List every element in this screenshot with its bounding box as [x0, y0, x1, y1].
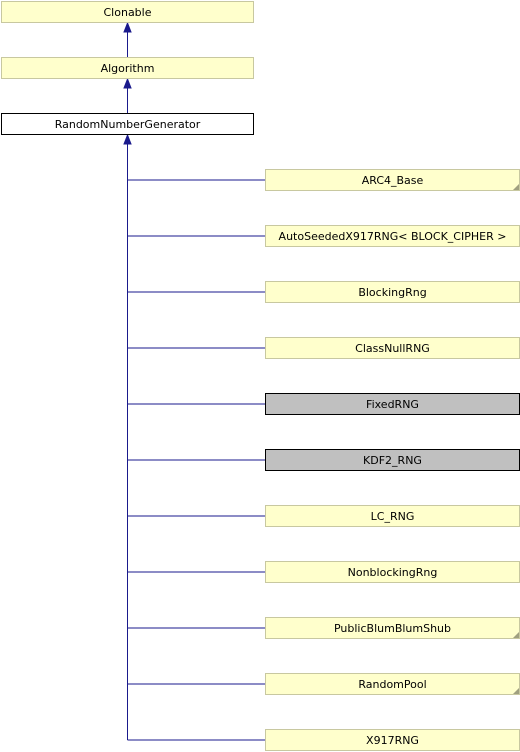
arrow-head-icon: [123, 21, 132, 33]
class-label: RandomNumberGenerator: [55, 118, 201, 131]
class-box[interactable]: [1, 1, 254, 23]
class-label: FixedRNG: [366, 398, 419, 411]
class-label: AutoSeededX917RNG< BLOCK_CIPHER >: [279, 230, 507, 243]
class-label: ARC4_Base: [362, 174, 424, 187]
class-label: Algorithm: [101, 62, 155, 75]
class-node-randomnumbergenerator[interactable]: RandomNumberGenerator: [1, 113, 254, 135]
class-label: Clonable: [104, 6, 152, 19]
class-node-blockingrng[interactable]: BlockingRng: [265, 281, 520, 303]
class-box[interactable]: [1, 113, 254, 135]
truncated-corner-icon: [513, 688, 519, 694]
class-node-kdf2-rng[interactable]: KDF2_RNG: [265, 449, 520, 471]
class-label: ClassNullRNG: [355, 342, 430, 355]
class-label: KDF2_RNG: [363, 454, 422, 467]
class-box[interactable]: [1, 57, 254, 79]
class-node-classnullrng[interactable]: ClassNullRNG: [265, 337, 520, 359]
class-node-publicblumblumshub[interactable]: PublicBlumBlumShub: [265, 617, 520, 639]
class-node-autoseededx917rng-block-cipher[interactable]: AutoSeededX917RNG< BLOCK_CIPHER >: [265, 225, 520, 247]
class-label: PublicBlumBlumShub: [334, 622, 451, 635]
class-label: LC_RNG: [371, 510, 415, 523]
truncated-corner-icon: [513, 184, 519, 190]
class-node-fixedrng[interactable]: FixedRNG: [265, 393, 520, 415]
class-node-algorithm[interactable]: Algorithm: [1, 57, 254, 79]
arrow-head-icon: [123, 77, 132, 89]
class-label: NonblockingRng: [348, 566, 438, 579]
inheritance-edges: [123, 21, 265, 741]
class-label: BlockingRng: [358, 286, 426, 299]
class-node-x917rng[interactable]: X917RNG: [265, 729, 520, 751]
class-node-clonable[interactable]: Clonable: [1, 1, 254, 23]
class-node-arc4-base[interactable]: ARC4_Base: [265, 169, 520, 191]
class-label: RandomPool: [358, 678, 426, 691]
class-node-lc-rng[interactable]: LC_RNG: [265, 505, 520, 527]
class-node-nonblockingrng[interactable]: NonblockingRng: [265, 561, 520, 583]
arrow-head-icon: [123, 133, 132, 145]
class-node-randompool[interactable]: RandomPool: [265, 673, 520, 695]
class-label: X917RNG: [366, 734, 419, 747]
truncated-corner-icon: [513, 632, 519, 638]
